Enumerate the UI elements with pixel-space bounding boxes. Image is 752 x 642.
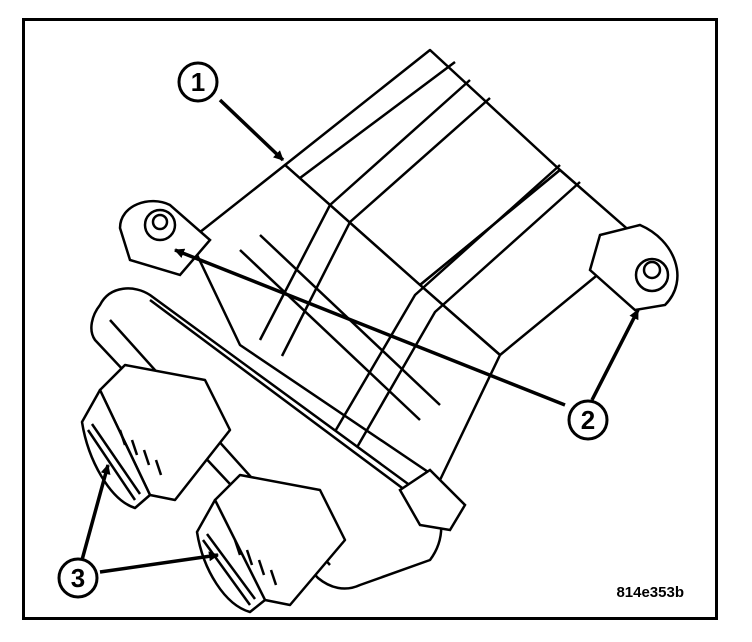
connector-upper bbox=[80, 363, 232, 510]
callout-1: 1 bbox=[177, 61, 219, 103]
leader-2a bbox=[174, 248, 566, 407]
figure-id-label: 814e353b bbox=[616, 584, 684, 601]
connector-lower bbox=[195, 473, 347, 614]
callout-1-number: 1 bbox=[191, 67, 205, 97]
callout-3: 3 bbox=[57, 557, 99, 599]
callout-3-number: 3 bbox=[71, 563, 85, 593]
leader-1 bbox=[218, 98, 285, 162]
housing-ribs bbox=[239, 60, 581, 457]
leader-2b bbox=[590, 309, 640, 401]
leader-lines bbox=[80, 98, 640, 574]
leader-3a bbox=[80, 464, 111, 561]
callout-2: 2 bbox=[567, 399, 609, 441]
leader-3b bbox=[99, 551, 219, 574]
latch bbox=[398, 468, 467, 532]
mounting-tab-right bbox=[588, 223, 679, 312]
mounting-tab-left bbox=[118, 199, 212, 277]
callout-2-number: 2 bbox=[581, 405, 595, 435]
